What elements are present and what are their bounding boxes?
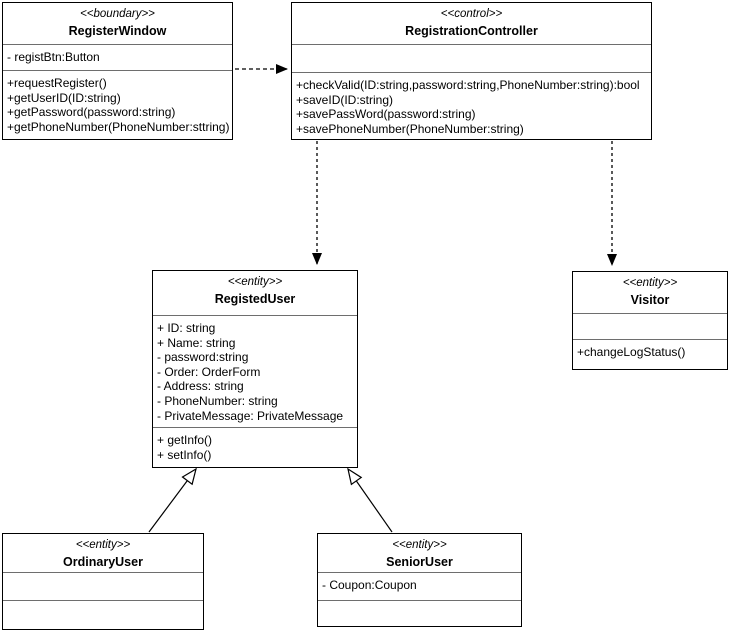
class-methods [318, 600, 521, 626]
class-methods [3, 600, 203, 629]
class-name: SeniorUser [386, 555, 453, 569]
class-header: <<entity>> RegistedUser [153, 271, 357, 315]
member-line: + setInfo() [157, 447, 212, 462]
member-line: +requestRegister() [7, 76, 107, 90]
generalization-arrow-ordinaryuser-to-registeduser [148, 469, 196, 533]
class-methods: +changeLogStatus() [573, 339, 727, 369]
generalization-arrow-senioruser-to-registeduser [348, 469, 393, 533]
class-attributes [3, 572, 203, 600]
class-attributes: - Coupon:Coupon [318, 572, 521, 600]
member-line: + getInfo() [157, 433, 213, 447]
class-header: <<entity>> SeniorUser [318, 534, 521, 572]
class-attributes [292, 44, 651, 72]
class-methods: +requestRegister()+getUserID(ID:string)+… [3, 70, 232, 139]
member-line: + Name: string [157, 335, 236, 350]
class-ordinary-user: <<entity>> OrdinaryUser [2, 533, 204, 630]
class-name: Visitor [630, 293, 670, 307]
class-stereotype: <<entity>> [622, 277, 678, 289]
class-register-window: <<boundary>> RegisterWindow - registBtn:… [2, 2, 233, 140]
class-stereotype: <<entity>> [227, 276, 283, 288]
class-attributes: - registBtn:Button [3, 44, 232, 70]
class-methods: + getInfo()+ setInfo() [153, 427, 357, 467]
member-line: +savePassWord(password:string) [296, 107, 476, 122]
member-line: - PhoneNumber: string [157, 393, 278, 408]
class-stereotype: <<entity>> [392, 539, 447, 551]
member-line: +getPassword(password:string) [7, 105, 176, 120]
class-name: RegisterWindow [68, 24, 167, 38]
member-line: - Address: string [157, 379, 244, 394]
class-registed-user: <<entity>> RegistedUser + ID: string+ Na… [152, 270, 358, 468]
class-attributes: + ID: string+ Name: string- password:str… [153, 315, 357, 427]
class-stereotype: <<control>> [440, 8, 503, 20]
class-visitor: <<entity>> Visitor +changeLogStatus() [572, 271, 728, 370]
member-line: +getUserID(ID:string) [7, 90, 121, 105]
class-header: <<boundary>> RegisterWindow [3, 3, 232, 44]
member-line: - registBtn:Button [7, 50, 100, 64]
member-line: - Order: OrderForm [157, 364, 261, 379]
member-line: + ID: string [157, 321, 216, 335]
class-stereotype: <<entity>> [75, 539, 131, 551]
class-senior-user: <<entity>> SeniorUser - Coupon:Coupon [317, 533, 522, 627]
class-stereotype: <<boundary>> [80, 8, 155, 20]
member-line: +changeLogStatus() [577, 345, 686, 359]
class-name: RegistedUser [214, 292, 296, 306]
class-header: <<control>> RegistrationController [292, 3, 651, 44]
class-registration-controller: <<control>> RegistrationController +chec… [291, 2, 652, 140]
member-line: +saveID(ID:string) [296, 92, 394, 107]
class-header: <<entity>> OrdinaryUser [3, 534, 203, 572]
class-attributes [573, 313, 727, 339]
member-line: +checkValid(ID:string,password:string,Ph… [296, 78, 640, 92]
member-line: - PrivateMessage: PrivateMessage [157, 408, 344, 423]
class-name: RegistrationController [405, 24, 538, 38]
member-line: - Coupon:Coupon [322, 578, 417, 592]
class-name: OrdinaryUser [63, 555, 143, 569]
member-line: +getPhoneNumber(PhoneNumber:sttring) [7, 119, 230, 134]
member-line: - password:string [157, 350, 249, 365]
class-methods: +checkValid(ID:string,password:string,Ph… [292, 72, 651, 139]
member-line: +savePhoneNumber(PhoneNumber:string) [296, 121, 524, 136]
class-header: <<entity>> Visitor [573, 272, 727, 313]
